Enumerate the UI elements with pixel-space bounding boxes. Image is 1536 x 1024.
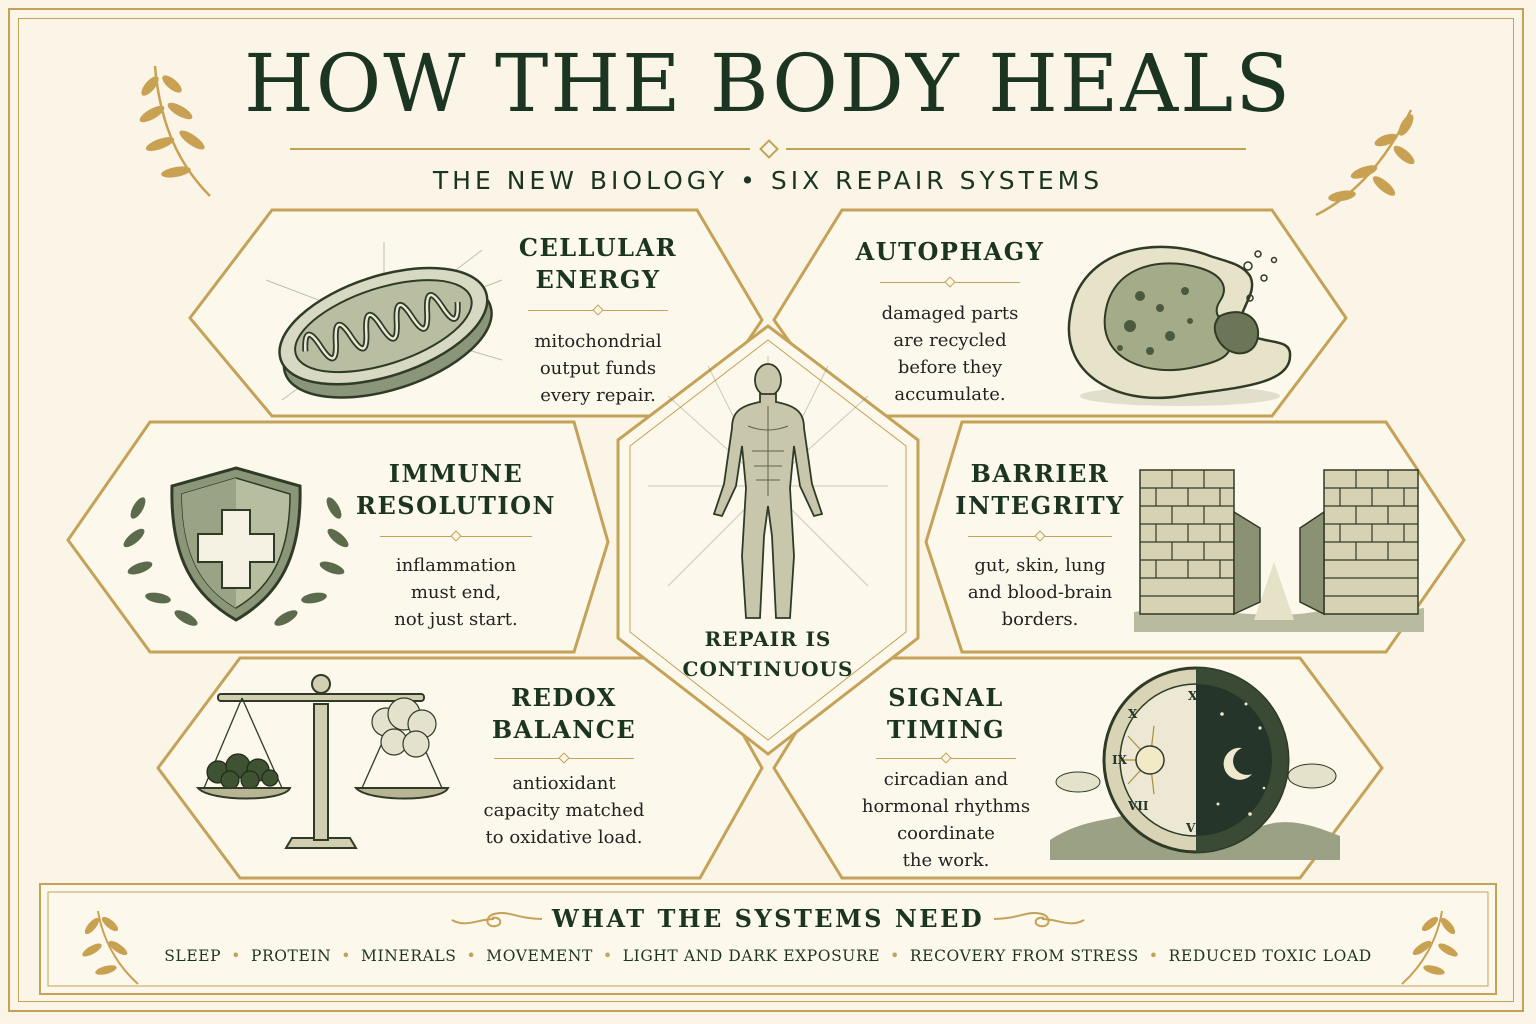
flourish-left-icon <box>451 912 543 928</box>
separator-dot: • <box>602 947 613 965</box>
svg-text:IX: IX <box>1112 753 1128 767</box>
need-item: RECOVERY FROM STRESS <box>909 947 1139 965</box>
laurel-sprig-icon <box>82 910 139 985</box>
inner-border <box>18 18 1514 1002</box>
panel-title-autophagy: AUTOPHAGY <box>855 237 1045 266</box>
balance-scale-icon <box>195 674 450 849</box>
need-item: MOVEMENT <box>486 947 593 965</box>
panel-divider <box>494 752 634 764</box>
separator-dot: • <box>341 947 352 965</box>
laurel-sprig-icon <box>1401 910 1458 985</box>
separator-dot: • <box>890 947 900 965</box>
separator-dot: • <box>466 947 477 965</box>
svg-text:XII: XII <box>1188 689 1209 703</box>
need-item: SLEEP <box>164 947 222 965</box>
panel-divider <box>968 530 1112 542</box>
svg-text:VI: VI <box>1185 821 1201 835</box>
page-title: HOW THE BODY HEALS <box>243 37 1293 130</box>
day-night-clock-icon: XII X IX VII VI <box>1050 666 1340 860</box>
need-item: MINERALS <box>361 947 457 965</box>
panel-divider <box>528 304 668 316</box>
panel-divider <box>880 276 1020 288</box>
cell-recycling-icon <box>1067 245 1292 406</box>
needs-heading: WHAT THE SYSTEMS NEED <box>551 904 985 933</box>
laurel-sprig-icon <box>1315 109 1415 217</box>
mitochondrion-icon <box>265 242 503 401</box>
panel-divider <box>876 752 1016 764</box>
separator-dot: • <box>231 947 241 965</box>
center-hexagon <box>616 324 920 756</box>
panel-divider <box>380 530 532 542</box>
need-item: LIGHT AND DARK EXPOSURE <box>622 947 881 965</box>
svg-text:VII: VII <box>1127 799 1149 813</box>
page-subtitle: THE NEW BIOLOGY • SIX REPAIR SYSTEMS <box>432 166 1104 195</box>
need-item: PROTEIN <box>250 947 332 965</box>
outer-border <box>8 8 1524 1012</box>
separator-dot: • <box>1148 947 1159 965</box>
brick-walls-icon <box>1134 469 1424 632</box>
flourish-right-icon <box>993 912 1085 928</box>
need-item: REDUCED TOXIC LOAD <box>1168 947 1372 965</box>
shield-cross-icon <box>123 466 349 626</box>
laurel-sprig-icon <box>139 65 211 197</box>
human-figure-icon <box>648 356 888 619</box>
needs-list: SLEEP • PROTEIN • MINERALS • MOVEMENT • LIGHT AN… <box>0 944 1536 968</box>
svg-text:X: X <box>1128 707 1138 721</box>
title-rule-right <box>786 148 1246 150</box>
needs-band <box>39 883 1497 995</box>
title-rule-left <box>290 148 750 150</box>
